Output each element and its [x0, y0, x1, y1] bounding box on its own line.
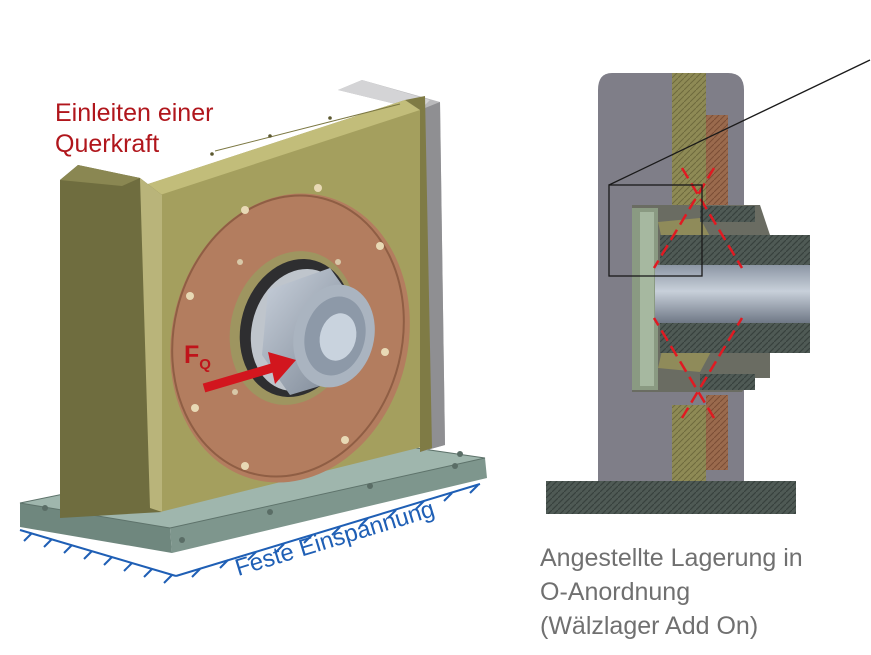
load-label: Einleiten einer Querkraft: [55, 98, 213, 160]
detail-leader-line: [608, 59, 871, 186]
side-plate: [60, 165, 162, 518]
detail-box: [608, 184, 703, 277]
section-shaft: [655, 235, 810, 353]
fixed-support-hatch: [19, 483, 481, 584]
right-section: [546, 59, 871, 514]
left-assembly: [19, 80, 487, 584]
force-subscript: Q: [199, 356, 211, 373]
load-label-line1: Einleiten einer: [55, 99, 214, 127]
caption-line1: Angestellte Lagerung in: [540, 544, 803, 572]
caption-line3: (Wälzlager Add On): [540, 612, 759, 640]
force-label: FQ: [184, 341, 211, 373]
section-caption: Angestellte Lagerung in O-Anordnung (Wäl…: [540, 541, 803, 643]
load-label-line2: Querkraft: [55, 130, 160, 158]
caption-line2: O-Anordnung: [540, 578, 691, 606]
section-base: [546, 481, 796, 514]
force-symbol: F: [184, 341, 200, 369]
force-arrow: [202, 352, 296, 393]
